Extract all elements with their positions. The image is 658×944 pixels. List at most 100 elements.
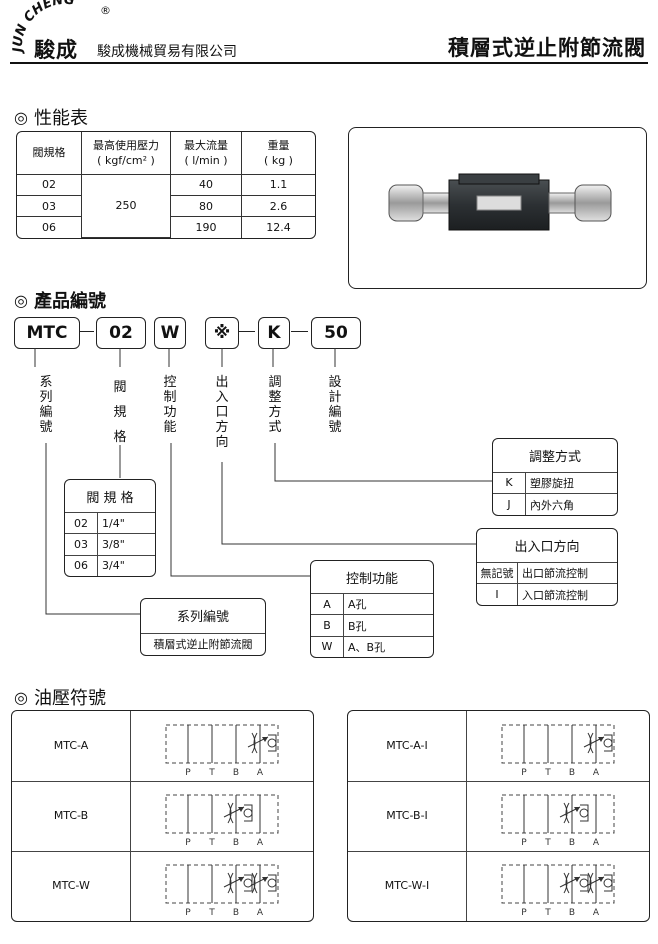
table-cell: 無記號 bbox=[477, 561, 518, 585]
throttle-curve bbox=[565, 872, 570, 894]
table-cell: 80 bbox=[170, 194, 242, 218]
company-name: 駿成機械貿易有限公司 bbox=[97, 44, 237, 60]
registered-mark: ® bbox=[100, 4, 111, 17]
port-label: T bbox=[544, 908, 551, 918]
check-valve-ball bbox=[243, 878, 253, 888]
check-valve-seat bbox=[268, 734, 277, 752]
table-cell: 1/4" bbox=[97, 512, 155, 535]
code-dash bbox=[239, 331, 255, 332]
table-cell: 出口節流控制 bbox=[517, 561, 617, 585]
check-valve-ball bbox=[267, 738, 277, 748]
check-valve-seat bbox=[580, 874, 589, 892]
check-valve-ball bbox=[579, 808, 589, 818]
row-divider bbox=[348, 851, 649, 852]
table-cell: 2.6 bbox=[241, 194, 315, 218]
table-cell: 入口節流控制 bbox=[517, 583, 617, 605]
model-label: MTC-B-I bbox=[386, 809, 428, 822]
table-cell: 190 bbox=[170, 216, 242, 238]
table-title: 系列編號 bbox=[141, 599, 265, 634]
port-label: B bbox=[233, 768, 239, 778]
table-cell: 12.4 bbox=[241, 216, 315, 238]
manifold-outline bbox=[165, 724, 279, 764]
table-cell: 內外六角 bbox=[525, 493, 617, 515]
throttle-curve bbox=[565, 802, 570, 824]
throttle-curve bbox=[563, 802, 568, 824]
throttle-curve bbox=[587, 872, 592, 894]
throttle-curve bbox=[229, 872, 234, 894]
table-cell: 06 bbox=[65, 554, 98, 576]
port-label: B bbox=[233, 838, 239, 848]
table-title: 控制功能 bbox=[311, 561, 433, 595]
check-valve-seat bbox=[244, 874, 253, 892]
section-title: 性能表 bbox=[33, 108, 88, 129]
port-label: T bbox=[208, 838, 215, 848]
throttle-curve bbox=[227, 872, 232, 894]
port-label: B bbox=[569, 838, 575, 848]
double-circle-icon: ◎ bbox=[14, 107, 28, 127]
code-box-size: 02 bbox=[96, 317, 146, 349]
port-label: B bbox=[233, 908, 239, 918]
label-series: 系列編號 bbox=[39, 375, 53, 435]
table-cell: 塑膠旋扭 bbox=[525, 471, 617, 495]
throttle-curve bbox=[587, 732, 592, 754]
double-circle-icon: ◎ bbox=[14, 290, 28, 310]
port-label: P bbox=[185, 838, 191, 848]
section-title: 油壓符號 bbox=[33, 688, 106, 709]
port-label: A bbox=[593, 908, 600, 918]
col-header: 重量( kg ) bbox=[241, 132, 315, 175]
table-cell: I bbox=[477, 583, 518, 605]
section-hydraulic: ◎ 油壓符號 bbox=[14, 684, 106, 710]
label-size: 閥規格 bbox=[113, 380, 127, 445]
label-direction: 出入口方向 bbox=[215, 375, 229, 450]
manifold-outline bbox=[501, 794, 615, 834]
port-label: B bbox=[569, 768, 575, 778]
throttle-arrowhead bbox=[574, 877, 580, 882]
col-header: 最高使用壓力( kgf/cm² ) bbox=[81, 132, 171, 175]
throttle-curve bbox=[229, 802, 234, 824]
port-label: P bbox=[185, 908, 191, 918]
row-divider bbox=[12, 781, 313, 782]
throttle-curve bbox=[251, 732, 256, 754]
throttle-curve bbox=[253, 872, 258, 894]
check-valve-ball bbox=[603, 878, 613, 888]
check-valve-seat bbox=[604, 734, 613, 752]
code-dash bbox=[80, 331, 94, 332]
port-label: A bbox=[257, 908, 264, 918]
code-dash bbox=[291, 331, 308, 332]
port-label: A bbox=[593, 768, 600, 778]
valve-illustration bbox=[388, 173, 612, 231]
table-cell: 03 bbox=[17, 194, 82, 218]
label-control: 控制功能 bbox=[163, 375, 177, 435]
code-box-adjust: K bbox=[258, 317, 290, 349]
port-label: T bbox=[544, 768, 551, 778]
table-cell: 積層式逆止附節流閥 bbox=[141, 632, 265, 655]
performance-table: 閥規格 最高使用壓力( kgf/cm² ) 最大流量( l/min ) 重量( … bbox=[16, 131, 316, 239]
throttle-arrowhead bbox=[238, 807, 244, 812]
throttle-curve bbox=[253, 732, 258, 754]
throttle-arrowhead bbox=[598, 877, 604, 882]
section-title: 產品編號 bbox=[33, 291, 106, 312]
logo-arc: JUN CHENG ® bbox=[11, 0, 111, 55]
port-label: T bbox=[544, 838, 551, 848]
check-valve-ball bbox=[243, 808, 253, 818]
manifold-outline bbox=[501, 724, 615, 764]
column-divider bbox=[130, 711, 131, 921]
table-cell: A bbox=[311, 593, 344, 616]
throttle-arrowhead bbox=[262, 877, 268, 882]
label-design: 設計編號 bbox=[328, 375, 342, 435]
row-divider bbox=[348, 781, 649, 782]
section-performance: ◎ 性能表 bbox=[14, 104, 88, 130]
check-valve-seat bbox=[268, 874, 277, 892]
port-label: P bbox=[185, 768, 191, 778]
throttle-curve bbox=[251, 872, 256, 894]
section-product-code: ◎ 產品編號 bbox=[14, 287, 106, 313]
throttle-curve bbox=[563, 872, 568, 894]
